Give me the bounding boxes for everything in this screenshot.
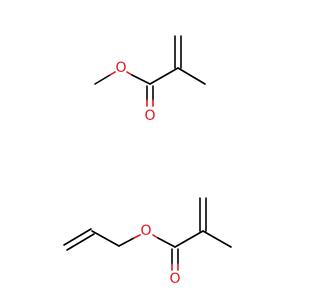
bond-ester-o-carbonyl (126, 71, 133, 76)
molecule-methyl-methacrylate: O O (94, 35, 206, 124)
bond-carbonyl2-alpha (174, 230, 204, 248)
atom-o-carbonyl-1: O (144, 108, 155, 124)
bond-methyl-ester (94, 74, 111, 85)
bond-allyl-ester-o (133, 234, 141, 239)
bond-ester-o-carbonyl-2 (152, 234, 159, 239)
bond-ester-carbonyl-2 (157, 237, 176, 248)
bond-vinyl-double-a (63, 228, 92, 246)
atom-o-carbonyl-2: O (169, 271, 180, 287)
bond-carbonyl-alpha (149, 67, 179, 85)
bond-methyl-ester-o (109, 71, 116, 76)
atom-o-ester-2: O (140, 223, 151, 239)
molecule-allyl-methacrylate: O O (63, 197, 232, 287)
bond-ester-carbonyl (131, 74, 151, 85)
bond-alpha-methyl (177, 67, 206, 85)
bond-vinyl-ch-ch2 (91, 230, 120, 247)
structure-canvas: O O O O (0, 0, 300, 300)
bond-vinyl-double-b (66, 233, 95, 251)
bond-allyl-ester (118, 237, 135, 247)
atom-o-ester-1: O (115, 60, 126, 76)
background (0, 0, 300, 300)
bond-alpha2-methyl (202, 230, 232, 248)
